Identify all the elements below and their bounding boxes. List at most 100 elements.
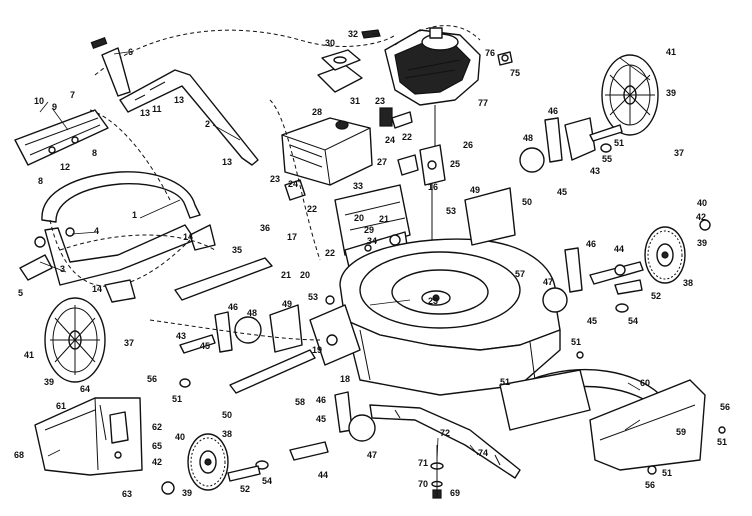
callout-70: 70 (418, 479, 428, 489)
callout-39: 39 (182, 488, 192, 498)
callout-leaders (39, 33, 651, 461)
callout-13: 13 (140, 108, 150, 118)
callout-2: 2 (205, 119, 210, 129)
callout-37: 37 (674, 148, 684, 158)
mower-deck (339, 238, 561, 396)
callout-57: 57 (515, 269, 525, 279)
callout-59: 59 (676, 427, 686, 437)
air-cleaner (317, 49, 363, 93)
wheel-rear-left (44, 297, 106, 383)
callout-16: 16 (428, 182, 438, 192)
callout-54: 54 (628, 316, 638, 326)
callout-41: 41 (666, 47, 676, 57)
callout-40: 40 (175, 432, 185, 442)
callout-35: 35 (232, 245, 242, 255)
callout-38: 38 (222, 429, 232, 439)
callout-8: 8 (38, 176, 43, 186)
callout-26: 26 (463, 140, 473, 150)
callout-58: 58 (295, 397, 305, 407)
callout-64: 64 (80, 384, 90, 394)
callout-34: 34 (367, 236, 377, 246)
callout-20: 20 (300, 270, 310, 280)
callout-45: 45 (316, 414, 326, 424)
callout-52: 52 (651, 291, 661, 301)
blade (369, 404, 521, 479)
callout-45: 45 (557, 187, 567, 197)
callout-74: 74 (478, 448, 488, 458)
callout-43: 43 (176, 331, 186, 341)
callout-19: 19 (312, 345, 322, 355)
callout-21: 21 (379, 214, 389, 224)
callout-14: 14 (92, 284, 102, 294)
callout-23: 23 (428, 296, 438, 306)
callout-38: 38 (683, 278, 693, 288)
blade-bolt-stack (430, 445, 444, 499)
callout-54: 54 (262, 476, 272, 486)
callout-51: 51 (662, 468, 672, 478)
callout-76: 76 (485, 48, 495, 58)
engine (384, 27, 481, 300)
callout-32: 32 (348, 29, 358, 39)
callout-42: 42 (696, 212, 706, 222)
callout-47: 47 (543, 277, 553, 287)
callout-71: 71 (418, 458, 428, 468)
callout-30: 30 (325, 38, 335, 48)
callout-39: 39 (697, 238, 707, 248)
callout-28: 28 (312, 107, 322, 117)
callout-20: 20 (354, 213, 364, 223)
callout-8: 8 (92, 148, 97, 158)
callout-14: 14 (183, 232, 193, 242)
callout-27: 27 (377, 157, 387, 167)
callout-68: 68 (14, 450, 24, 460)
wheel-rear-right (601, 54, 659, 136)
callout-48: 48 (247, 308, 257, 318)
callout-50: 50 (522, 197, 532, 207)
callout-5: 5 (18, 288, 23, 298)
callout-49: 49 (282, 299, 292, 309)
wheel-front-right (644, 219, 711, 284)
callout-49: 49 (470, 185, 480, 195)
callout-29: 29 (364, 225, 374, 235)
callout-46: 46 (316, 395, 326, 405)
engine-mount-bracket (397, 144, 446, 186)
callout-44: 44 (318, 470, 328, 480)
wheel-front-left (161, 433, 229, 495)
callout-4: 4 (94, 226, 99, 236)
rear-pivot-bracket (309, 295, 361, 366)
callout-77: 77 (478, 98, 488, 108)
callout-41: 41 (24, 350, 34, 360)
callout-11: 11 (152, 104, 162, 114)
handle-lower-bag-parts (19, 224, 216, 303)
rear-deflector (34, 397, 143, 476)
callout-24: 24 (385, 135, 395, 145)
callout-1: 1 (132, 210, 137, 220)
callout-72: 72 (440, 428, 450, 438)
callout-61: 61 (56, 401, 66, 411)
callout-12: 12 (60, 162, 70, 172)
callout-22: 22 (402, 132, 412, 142)
callout-23: 23 (375, 96, 385, 106)
callout-60: 60 (640, 378, 650, 388)
callout-42: 42 (152, 457, 162, 467)
callout-75: 75 (510, 68, 520, 78)
engine-small-parts (361, 29, 513, 66)
skirt-hardware (576, 351, 726, 475)
callout-65: 65 (152, 441, 162, 451)
callout-37: 37 (124, 338, 134, 348)
bag-frame (41, 109, 201, 287)
callout-46: 46 (548, 106, 558, 116)
callout-52: 52 (240, 484, 250, 494)
callout-13: 13 (174, 95, 184, 105)
callout-7: 7 (70, 90, 75, 100)
callout-44: 44 (614, 244, 624, 254)
callout-45: 45 (587, 316, 597, 326)
callout-33: 33 (353, 181, 363, 191)
callout-43: 43 (590, 166, 600, 176)
callout-21: 21 (281, 270, 291, 280)
callout-50: 50 (222, 410, 232, 420)
callout-51: 51 (172, 394, 182, 404)
callout-47: 47 (367, 450, 377, 460)
callout-36: 36 (260, 223, 270, 233)
height-adjusters (214, 117, 596, 442)
callout-39: 39 (44, 377, 54, 387)
